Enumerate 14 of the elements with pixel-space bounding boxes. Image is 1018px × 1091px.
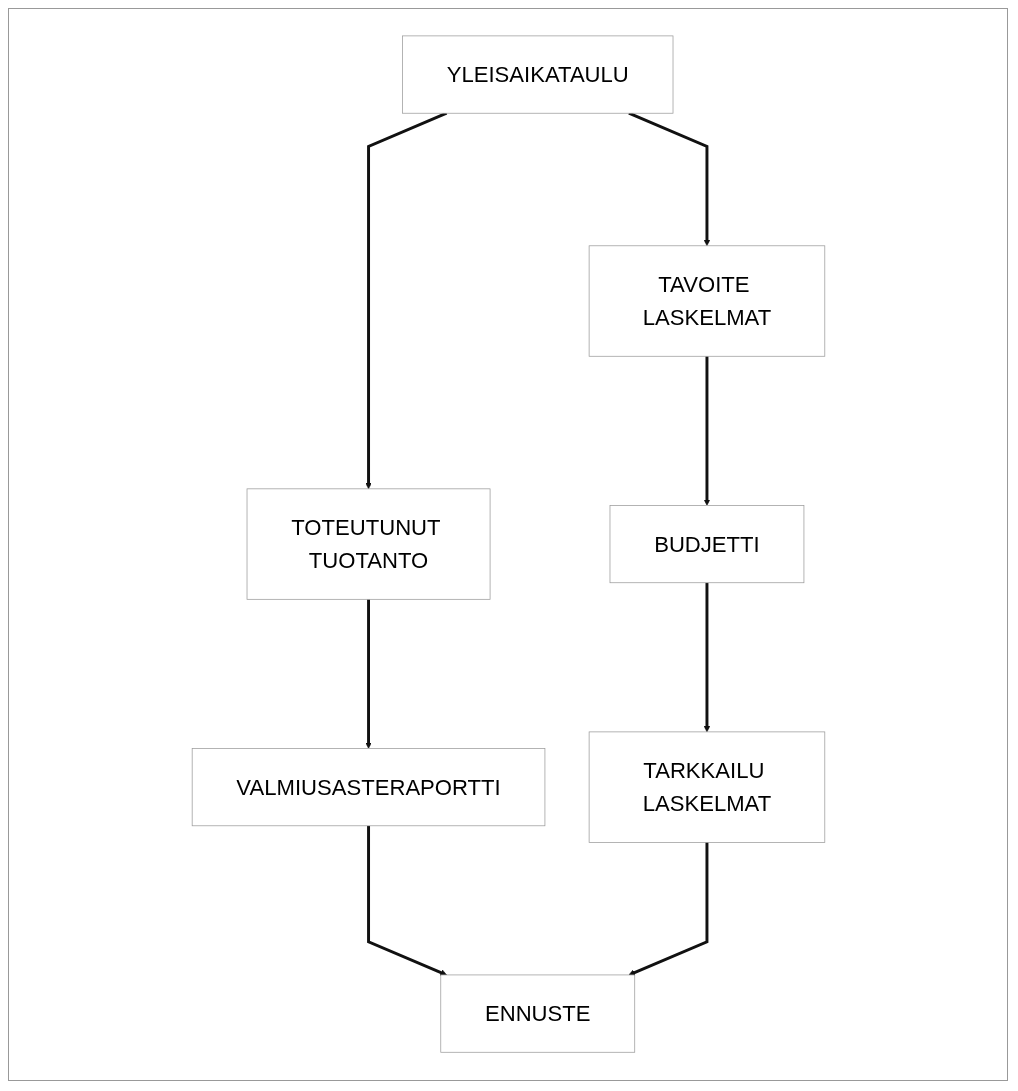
node-box: TAVOITE LASKELMAT bbox=[588, 245, 825, 358]
node-box: TOTEUTUNUT TUOTANTO bbox=[246, 488, 490, 601]
node-box: YLEISAIKATAULU bbox=[401, 35, 673, 115]
arrow bbox=[703, 356, 710, 507]
arrow bbox=[364, 112, 447, 490]
node-box: TARKKAILU LASKELMAT bbox=[588, 731, 825, 844]
arrow bbox=[364, 599, 372, 750]
arrow bbox=[366, 826, 447, 977]
arrow bbox=[703, 583, 710, 733]
node-box: VALMIUSASTERAPORTTI bbox=[191, 748, 545, 827]
arrow bbox=[628, 842, 708, 977]
arrow bbox=[627, 112, 710, 247]
node-box: BUDJETTI bbox=[609, 505, 804, 584]
node-box: ENNUSTE bbox=[439, 975, 635, 1054]
